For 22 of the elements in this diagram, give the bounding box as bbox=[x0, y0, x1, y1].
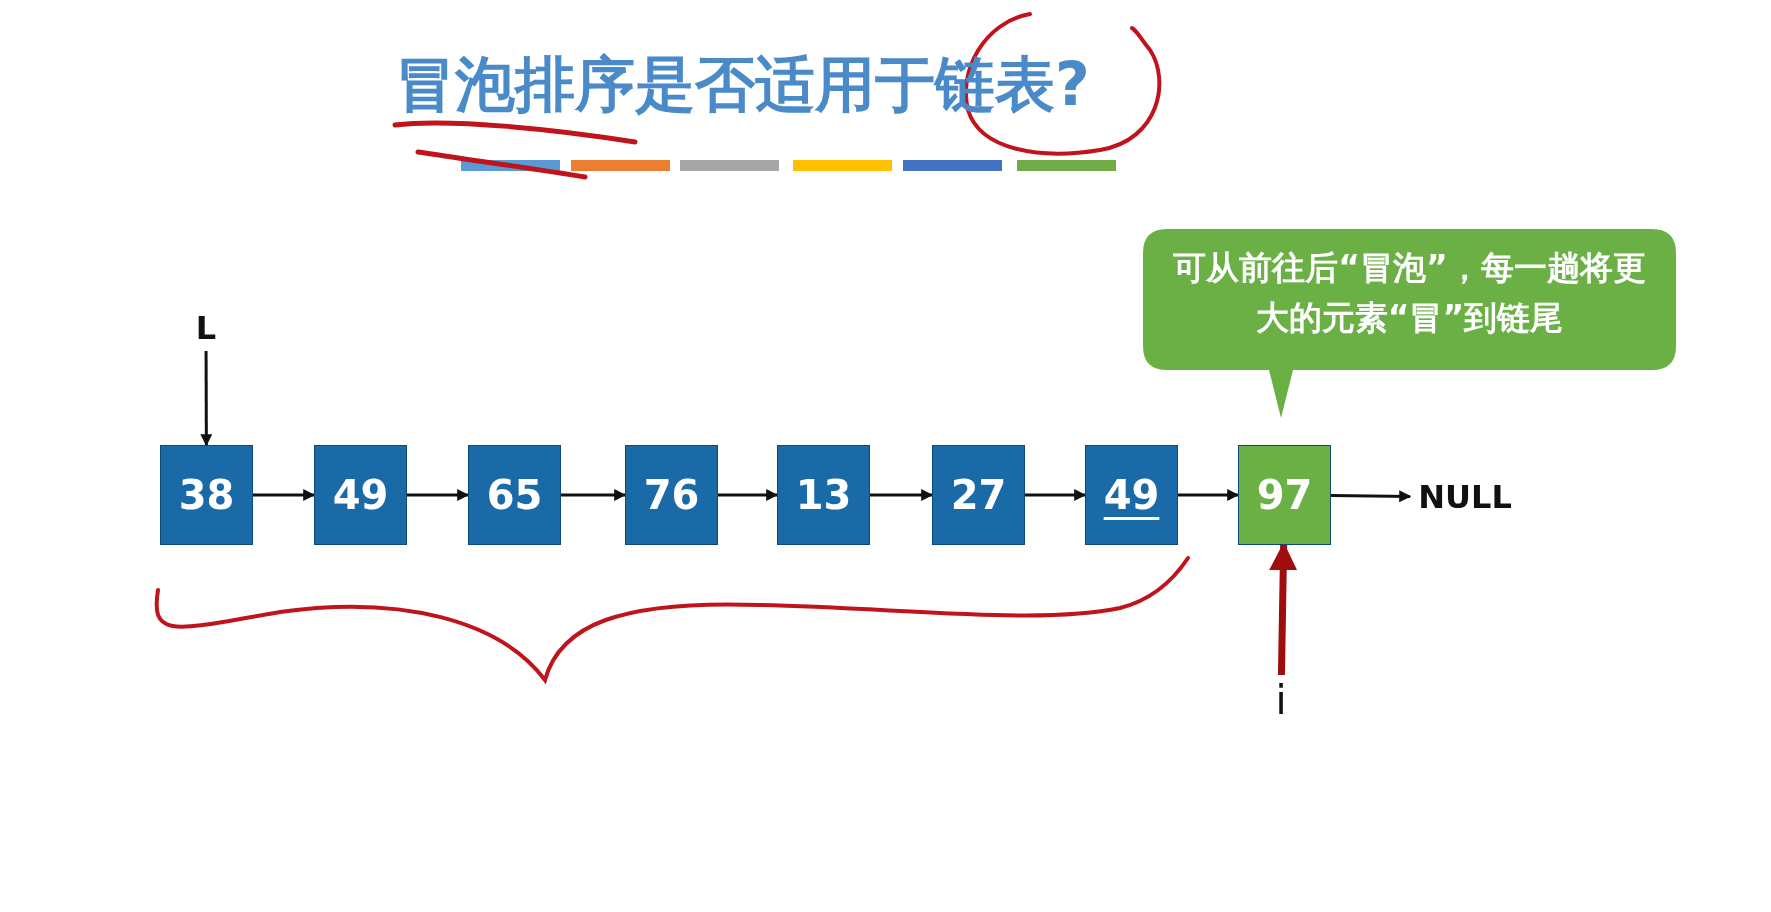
arrow bbox=[1178, 489, 1240, 501]
list-node-box: 49 bbox=[1085, 445, 1178, 545]
arrow bbox=[870, 489, 934, 501]
arrow bbox=[1025, 489, 1087, 501]
arrow bbox=[561, 489, 627, 501]
list-node-box: 97 bbox=[1238, 445, 1331, 545]
arrow bbox=[1331, 490, 1412, 503]
list-node-box: 49 bbox=[314, 445, 407, 545]
list-node-box: 76 bbox=[625, 445, 718, 545]
list-node-box: 38 bbox=[160, 445, 253, 545]
arrow bbox=[1269, 542, 1298, 676]
pointer-label: L bbox=[188, 305, 224, 351]
arrow bbox=[200, 351, 213, 447]
pointer-label: i bbox=[1266, 675, 1296, 725]
arrow bbox=[253, 489, 316, 501]
null-label: NULL bbox=[1410, 472, 1520, 522]
list-node-box: 65 bbox=[468, 445, 561, 545]
list-node-box: 13 bbox=[777, 445, 870, 545]
arrow bbox=[718, 489, 779, 501]
list-node-box: 27 bbox=[932, 445, 1025, 545]
speech-bubble: 可从前往后“冒泡”，每一趟将更大的元素“冒”到链尾 bbox=[1143, 229, 1676, 418]
arrow bbox=[407, 489, 470, 501]
